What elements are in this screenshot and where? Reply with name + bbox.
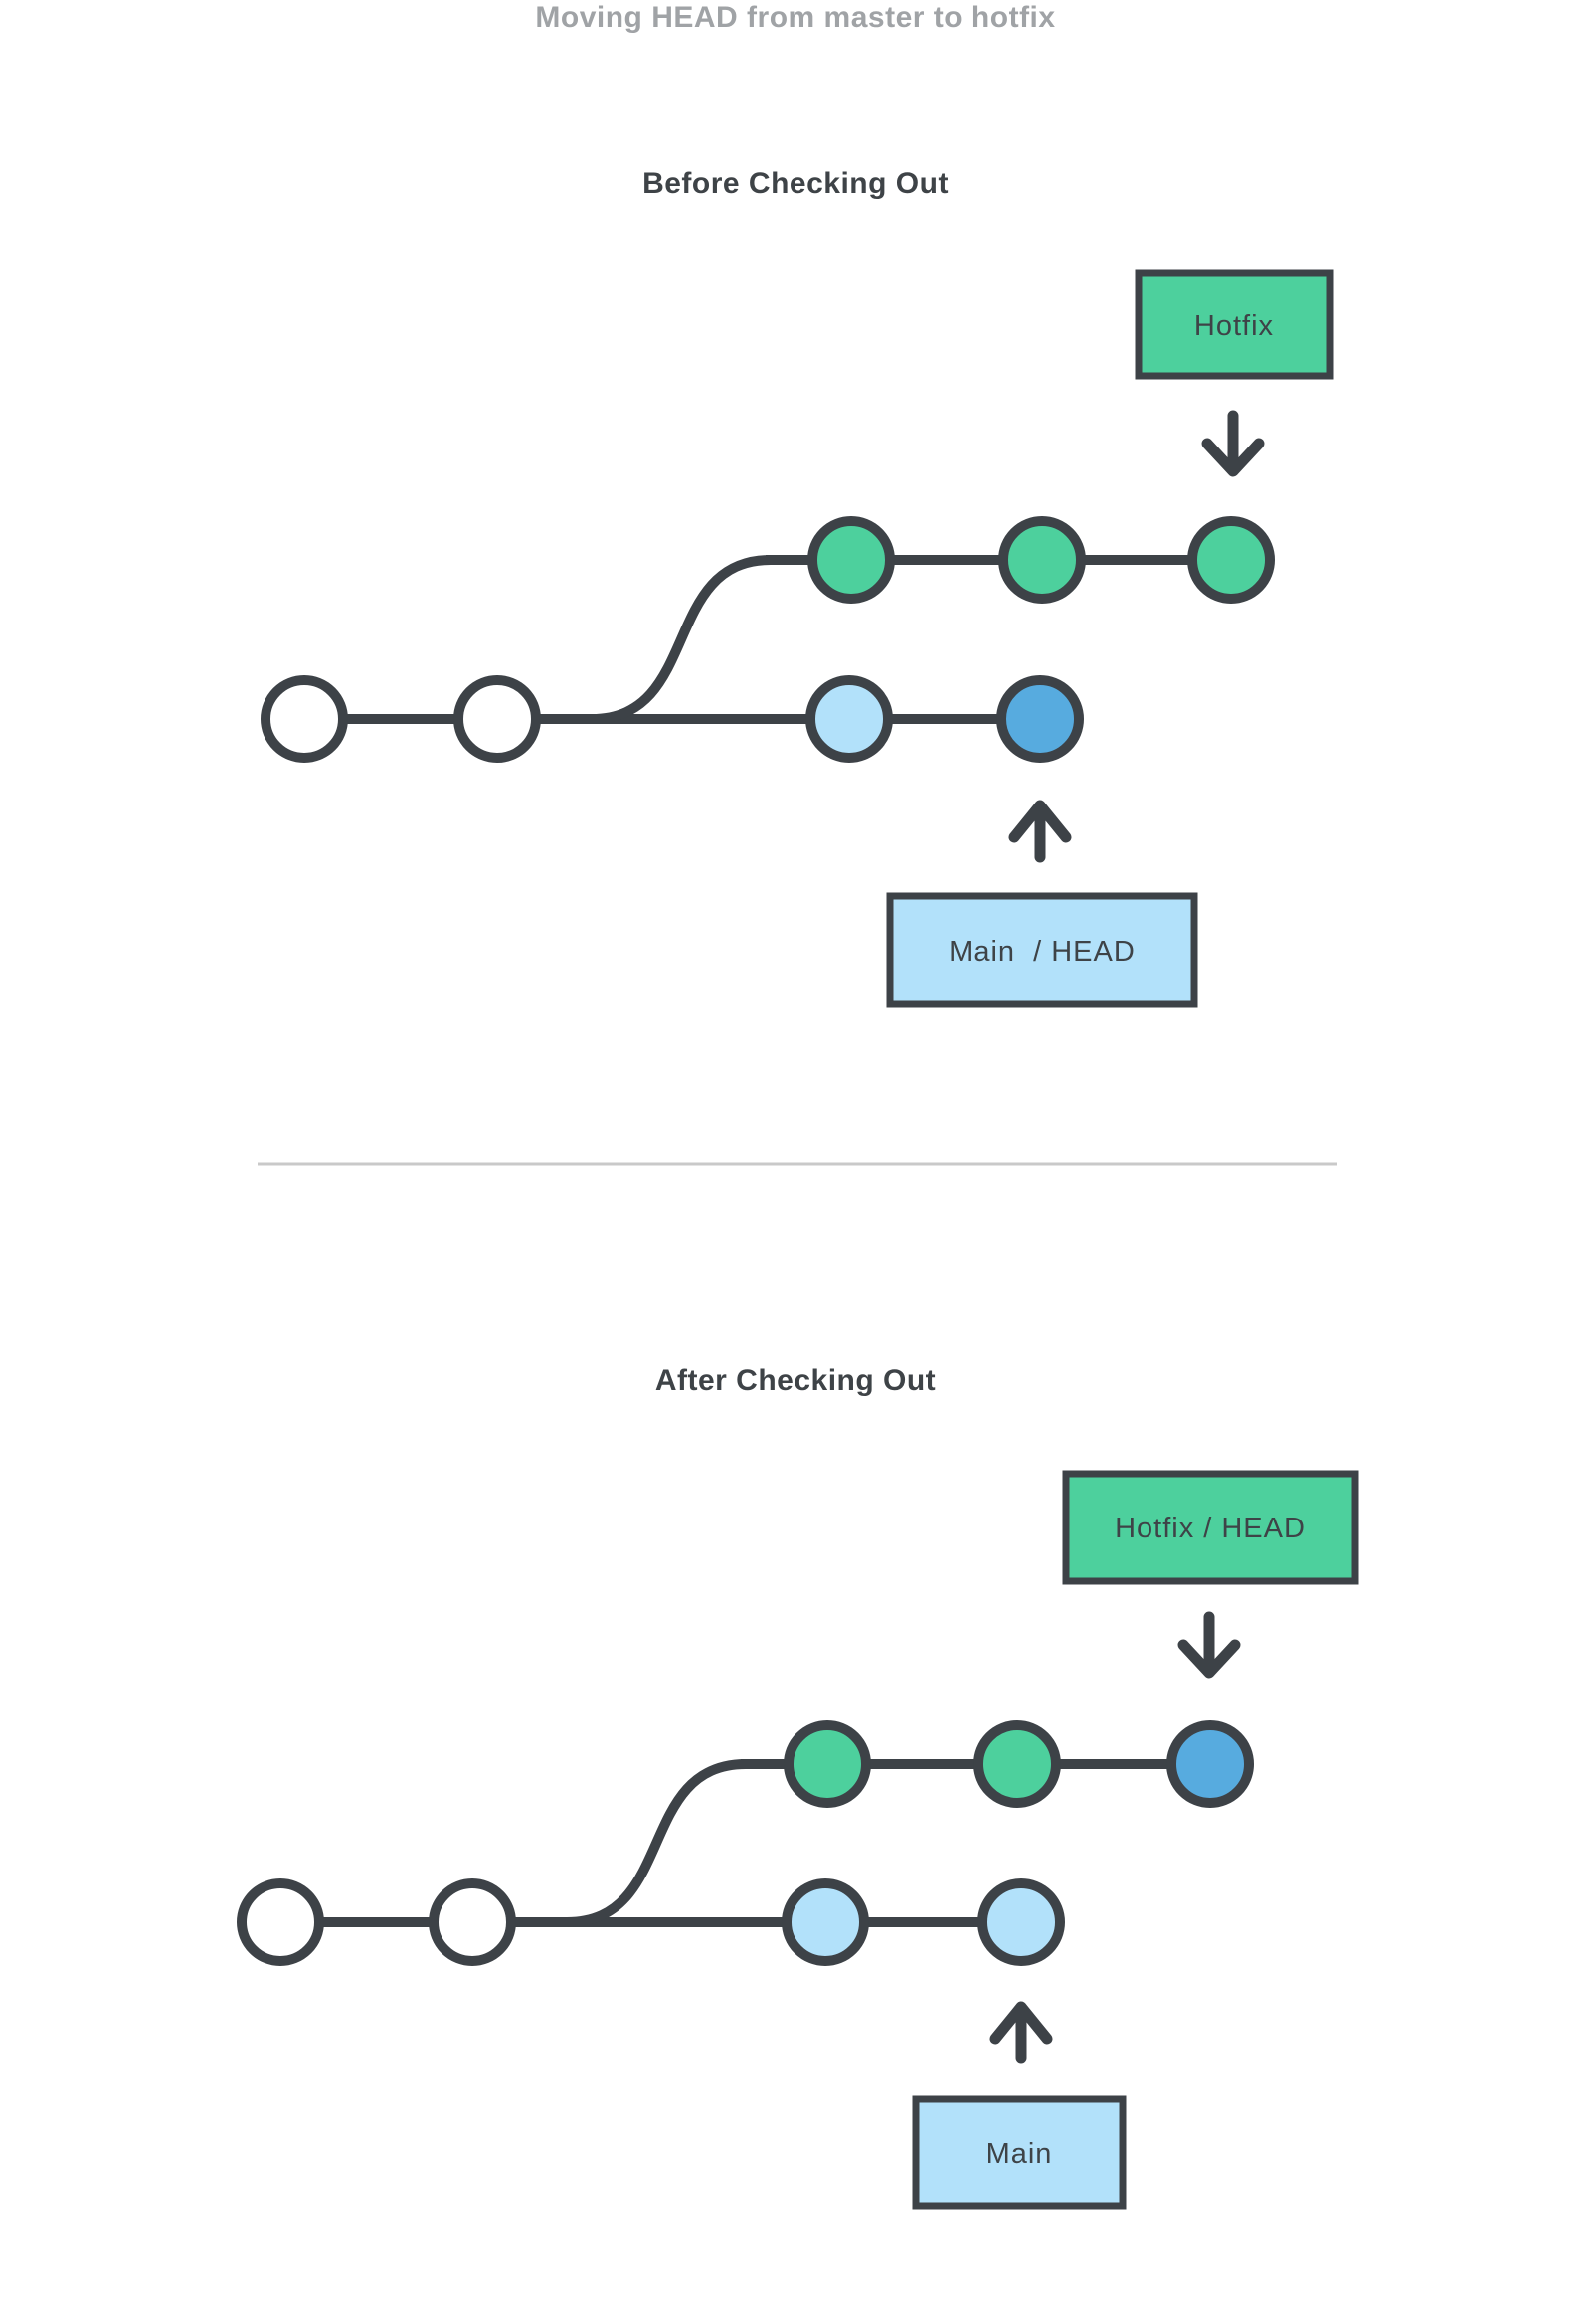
hotfix-head-label: Hotfix / HEAD: [1115, 1513, 1306, 1544]
arrow-up-icon: [1008, 800, 1072, 863]
commit-node: [998, 516, 1086, 604]
after-panel: Hotfix / HEAD Main: [237, 1470, 1359, 2210]
commit-node: [977, 1878, 1065, 1966]
commit-node: [807, 516, 895, 604]
commit-node: [429, 1878, 516, 1966]
arrow-up-icon: [989, 2001, 1053, 2064]
commit-node: [973, 1720, 1061, 1808]
main-label: Main: [986, 2138, 1053, 2170]
commit-node: [237, 1878, 324, 1966]
commit-node: [453, 675, 541, 763]
hotfix-branch-label: Hotfix: [1194, 310, 1274, 342]
before-panel: Hotfix Main / HEAD: [261, 269, 1334, 1008]
commit-node: [1187, 516, 1275, 604]
commit-node: [261, 675, 348, 763]
main-head-label: Main / HEAD: [949, 936, 1136, 968]
hotfix-branch-label-box: [1135, 269, 1334, 380]
main-head-label-box: [886, 892, 1198, 1008]
main-label-box: [912, 2095, 1127, 2210]
commit-node: [784, 1720, 871, 1808]
arrow-down-icon: [1201, 410, 1265, 477]
commit-node-head: [996, 675, 1084, 763]
branch-fork-curve: [591, 555, 772, 724]
arrow-down-icon: [1177, 1611, 1241, 1679]
branch-fork-curve: [566, 1759, 747, 1927]
hotfix-head-label-box: [1062, 1470, 1359, 1585]
commit-node: [805, 675, 893, 763]
after-heading: After Checking Out: [654, 1364, 937, 1397]
commit-node-head: [1166, 1720, 1254, 1808]
before-heading: Before Checking Out: [642, 167, 949, 200]
diagram-title: Moving HEAD from master to hotfix: [535, 1, 1056, 34]
commit-node: [782, 1878, 869, 1966]
